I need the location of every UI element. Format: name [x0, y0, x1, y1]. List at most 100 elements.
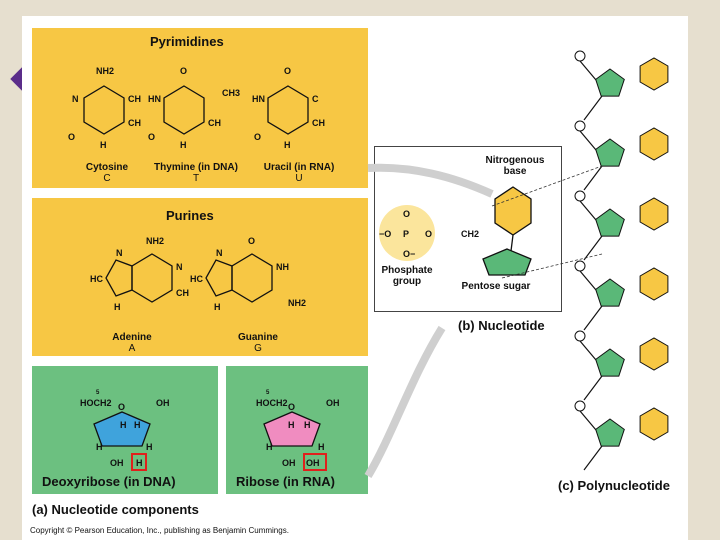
atom-label: H	[120, 420, 127, 430]
arrow-sugar-to-pentose	[364, 325, 446, 479]
caption-c: (c) Polynucleotide	[558, 478, 670, 493]
pentose-sugar-pentagon	[482, 248, 532, 276]
thymine-structure	[163, 85, 205, 135]
atom-label: H	[100, 140, 107, 150]
phosphate-group-label: Phosphate group	[381, 265, 433, 287]
phosphate-node	[574, 190, 586, 202]
sugar-pentagon	[595, 418, 625, 447]
atom-label: O	[148, 132, 155, 142]
backbone-bond	[579, 270, 597, 291]
atom-label: H	[304, 420, 311, 430]
nitrogenous-base-label: Nitrogenous base	[485, 155, 545, 177]
atom-label: NH2	[146, 236, 164, 246]
sugar-pentagon	[595, 208, 625, 237]
atom-label: CH	[312, 118, 325, 128]
base-hexagon	[639, 127, 669, 161]
guanine-structure	[205, 253, 273, 303]
atom-label: H	[114, 302, 121, 312]
atom-label: P	[403, 229, 409, 239]
atom-label: O	[248, 236, 255, 246]
backbone-bond	[579, 410, 597, 431]
atom-label: N	[216, 248, 223, 258]
deoxyribose-highlight-box	[131, 453, 147, 471]
base-sugar-bond	[510, 234, 514, 252]
atom-label: −O	[379, 229, 391, 239]
phosphate-node	[574, 50, 586, 62]
phosphate-circle	[379, 205, 435, 261]
backbone-bond	[579, 130, 597, 151]
backbone-bond	[579, 200, 597, 221]
atom-label: HOCH2	[80, 398, 112, 408]
thymine-label: Thymine (in DNA)T	[154, 162, 238, 184]
sugar-pentagon	[595, 278, 625, 307]
slide-frame-right	[688, 0, 720, 540]
carbon-number: 5	[96, 390, 100, 396]
atom-label: CH	[128, 118, 141, 128]
atom-label: CH3	[222, 88, 240, 98]
deoxyribose-name: Deoxyribose (in DNA)	[42, 474, 176, 489]
base-hexagon	[639, 57, 669, 91]
polynucleotide-chain	[574, 50, 669, 471]
ribose-ring	[263, 411, 321, 447]
sugar-pentagon	[595, 68, 625, 97]
pyrimidines-panel: Pyrimidines NH2 N CH CH O H O HN CH3 CH	[32, 28, 368, 188]
atom-label: NH2	[288, 298, 306, 308]
atom-label: O	[288, 402, 295, 412]
atom-label: OH	[326, 398, 340, 408]
base-hexagon	[639, 337, 669, 371]
sugar-pentagon	[595, 138, 625, 167]
ribose-highlight-box	[303, 453, 327, 471]
atom-label: O	[118, 402, 125, 412]
nucleotide-panel: O −O P O O− CH2 Nitrogenous base Phospha…	[374, 146, 562, 312]
atom-label: CH	[208, 118, 221, 128]
backbone-bond	[583, 165, 603, 191]
base-hexagon	[639, 197, 669, 231]
atom-label: H	[266, 442, 273, 452]
atom-label: H	[146, 442, 153, 452]
caption-a: (a) Nucleotide components	[32, 502, 199, 517]
atom-label: N	[116, 248, 123, 258]
phosphate-node	[574, 330, 586, 342]
cytosine-structure	[83, 85, 125, 135]
atom-label: O	[180, 66, 187, 76]
backbone-bond	[583, 95, 603, 121]
atom-label: OH	[110, 458, 124, 468]
atom-label: HC	[190, 274, 203, 284]
backbone-bond	[579, 60, 597, 81]
ribose-name: Ribose (in RNA)	[236, 474, 335, 489]
atom-label: HC	[90, 274, 103, 284]
atom-label: CH	[176, 288, 189, 298]
atom-label: H	[318, 442, 325, 452]
pyrimidine-structures: NH2 N CH CH O H O HN CH3 CH O H O HN C C…	[68, 66, 325, 150]
atom-label: O	[403, 209, 410, 219]
nucleotide-figure: Pyrimidines NH2 N CH CH O H O HN CH3 CH	[22, 16, 688, 540]
deoxyribose-panel: 5 HOCH2 O OH H H H H OH H Deoxyribose (i…	[32, 366, 218, 494]
atom-label: NH	[276, 262, 289, 272]
atom-label: H	[214, 302, 221, 312]
atom-label: O	[68, 132, 75, 142]
atom-label: NH2	[96, 66, 114, 76]
atom-label: N	[72, 94, 79, 104]
atom-label: O−	[403, 249, 415, 259]
atom-label: H	[288, 420, 295, 430]
backbone-bond	[579, 340, 597, 361]
phosphate-node	[574, 120, 586, 132]
ribose-panel: 5 HOCH2 O OH H H H H OH OH Ribose (in RN…	[226, 366, 368, 494]
ribose-structure: 5 HOCH2 O OH H H H H OH OH	[256, 390, 340, 471]
atom-label: H	[180, 140, 187, 150]
atom-label: H	[96, 442, 103, 452]
phosphate-node	[574, 400, 586, 412]
atom-label: HN	[252, 94, 265, 104]
pyrimidines-title: Pyrimidines	[150, 34, 224, 49]
phosphate-node	[574, 260, 586, 272]
backbone-bond	[583, 305, 603, 331]
uracil-structure	[267, 85, 309, 135]
atom-label: HN	[148, 94, 161, 104]
nitrogenous-base-hexagon	[494, 186, 532, 236]
copyright-text: Copyright © Pearson Education, Inc., pub…	[30, 526, 289, 535]
uracil-label: Uracil (in RNA)U	[263, 162, 335, 184]
atom-label: O	[284, 66, 291, 76]
deoxyribose-structure: 5 HOCH2 O OH H H H H OH H	[80, 390, 170, 471]
